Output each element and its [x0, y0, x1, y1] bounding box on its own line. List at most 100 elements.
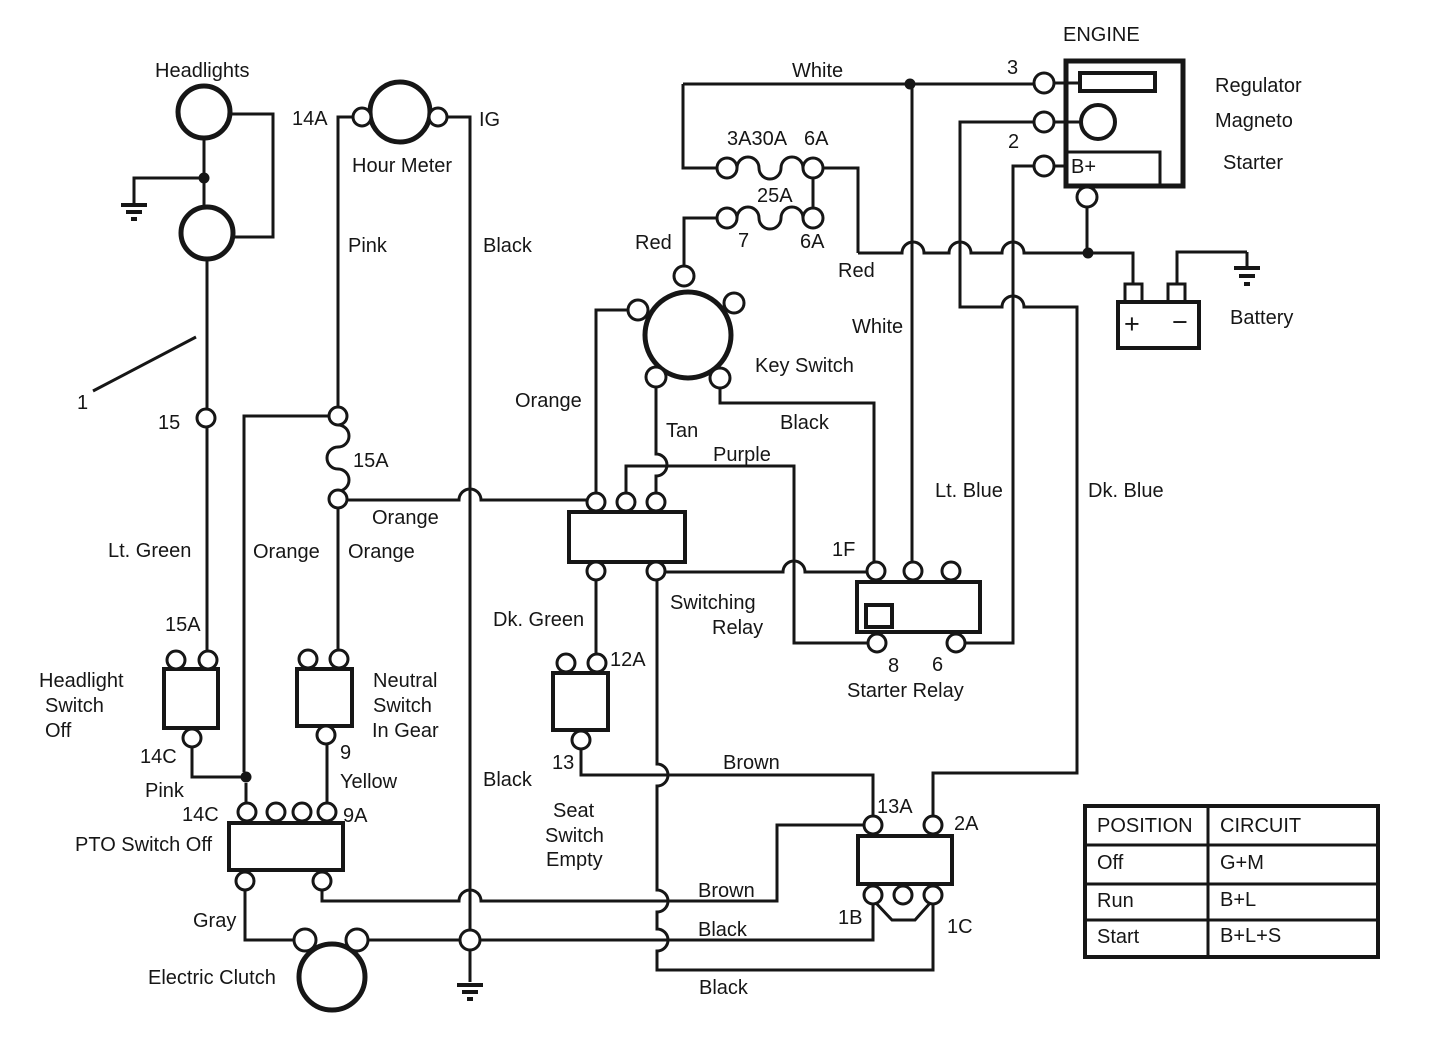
seat-switch-label: Switch	[545, 825, 604, 847]
fuse-15a-label: 15A	[353, 450, 389, 472]
pto-switch-terminal	[236, 801, 258, 823]
seat-switch-terminal	[555, 652, 577, 674]
wire-1c-label: 1C	[947, 916, 973, 938]
fuse-30a-element	[735, 155, 805, 181]
hour-meter-terminal	[351, 106, 373, 128]
neutral-switch-terminal	[315, 724, 337, 746]
switching-relay-terminal	[615, 491, 637, 513]
battery-label: Battery	[1230, 307, 1293, 329]
brown-label: Brown	[698, 880, 755, 902]
fuse-terminal	[801, 156, 825, 180]
wire-headlight-ground	[132, 176, 204, 203]
position-circuit-table: POSITION CIRCUIT Off G+M Run B+L Start B…	[1083, 804, 1380, 959]
white-label: White	[852, 316, 903, 338]
fuse-terminal	[327, 488, 349, 510]
starter-relay-terminal	[865, 560, 887, 582]
key-switch-terminal	[626, 298, 650, 322]
wire-battery-ground	[1175, 250, 1249, 284]
starter-relay-terminal-6	[945, 632, 967, 654]
strap-1b-1c	[873, 900, 933, 922]
tan-label: Tan	[666, 420, 698, 442]
starter-relay	[855, 560, 982, 654]
b-plus-label: B+	[1071, 156, 1096, 178]
switching-relay-label: Relay	[712, 617, 763, 639]
table-header-circuit: CIRCUIT	[1220, 815, 1301, 837]
wire-14c-label: 14C	[140, 746, 177, 768]
fuse-15a	[325, 405, 351, 510]
switching-relay-terminal	[585, 560, 607, 582]
wire-brown-pto-to-13a	[320, 823, 864, 903]
gray-label: Gray	[193, 910, 236, 932]
engine-terminal-2	[1032, 110, 1056, 134]
magneto-symbol	[1079, 103, 1117, 141]
fuse-25a-lead-left	[682, 216, 717, 266]
neutral-switch-label: Switch	[373, 695, 432, 717]
clutch-relay-terminal	[892, 884, 914, 906]
neutral-switch-label: Neutral	[373, 670, 437, 692]
wire-pink-headlight-switch	[190, 747, 241, 779]
wire-brown-seat-to-13a	[579, 749, 875, 816]
table-cell: Start	[1097, 926, 1140, 948]
seat-switch	[551, 652, 610, 751]
black-label: Black	[483, 235, 533, 257]
headlight-lamp-2	[178, 204, 236, 262]
table-cell: B+L	[1220, 889, 1256, 911]
fuse-terminal	[715, 206, 739, 230]
seat-switch-terminal	[570, 729, 592, 751]
pto-switch	[227, 801, 345, 892]
headlight-switch-label: Off	[45, 720, 72, 742]
brown-label: Brown	[723, 752, 780, 774]
engine-terminal-3	[1032, 71, 1056, 95]
magneto-label: Magneto	[1215, 110, 1293, 132]
orange-label: Orange	[372, 507, 439, 529]
dk-green-label: Dk. Green	[493, 609, 584, 631]
terminal-6-label: 6	[932, 654, 943, 676]
orange-label: Orange	[348, 541, 415, 563]
fuse-30a	[715, 156, 825, 180]
wire-dk-blue	[931, 120, 1079, 816]
wire-12a-label: 12A	[610, 649, 646, 671]
wire-lt-blue	[965, 164, 1034, 645]
black-label: Black	[483, 769, 533, 791]
diagram-labels: Headlights Hour Meter 14A IG Pink Black …	[39, 24, 1302, 999]
neutral-switch-body	[295, 667, 354, 728]
neutral-switch-label: In Gear	[372, 720, 439, 742]
hour-meter-label: Hour Meter	[352, 155, 452, 177]
wire-1f-label: 1F	[832, 539, 855, 561]
table-cell: Off	[1097, 852, 1124, 874]
wire-black-hourmeter	[447, 115, 472, 982]
electric-clutch-body	[296, 941, 368, 1013]
white-label: White	[792, 60, 843, 82]
fuse-25a	[715, 206, 825, 230]
orange-label: Orange	[253, 541, 320, 563]
neutral-switch-terminal	[297, 648, 319, 670]
neutral-switch-terminal	[328, 648, 350, 670]
pink-label: Pink	[348, 235, 388, 257]
battery-minus-sign: −	[1172, 307, 1188, 337]
key-switch-terminal	[644, 365, 668, 389]
fuse-terminal	[801, 206, 825, 230]
switching-relay	[567, 491, 687, 582]
wire-7-label: 7	[738, 230, 749, 252]
fuse-25a-element	[735, 205, 805, 231]
headlight-switch-label: Switch	[45, 695, 104, 717]
key-switch-terminal	[672, 264, 696, 288]
engine-starter-terminal	[1075, 185, 1099, 209]
wire-13-label: 13	[552, 752, 574, 774]
fuse-terminal	[327, 405, 349, 427]
wire-14a-label: 14A	[292, 108, 328, 130]
wire-1b-label: 1B	[838, 907, 862, 929]
ground-junction-terminal	[458, 928, 482, 952]
seat-switch-body	[551, 671, 610, 732]
starter-relay-terminal	[940, 560, 962, 582]
headlight-switch-label: Headlight	[39, 670, 124, 692]
table-cell: Run	[1097, 890, 1134, 912]
wire-15-terminal	[195, 407, 217, 429]
wire-gray	[243, 890, 294, 942]
hour-meter	[351, 79, 449, 145]
switching-relay-terminal	[645, 491, 667, 513]
fuse-30a-leads	[681, 84, 860, 253]
ground-icon	[457, 983, 483, 1001]
headlight-switch-terminal	[181, 727, 203, 749]
